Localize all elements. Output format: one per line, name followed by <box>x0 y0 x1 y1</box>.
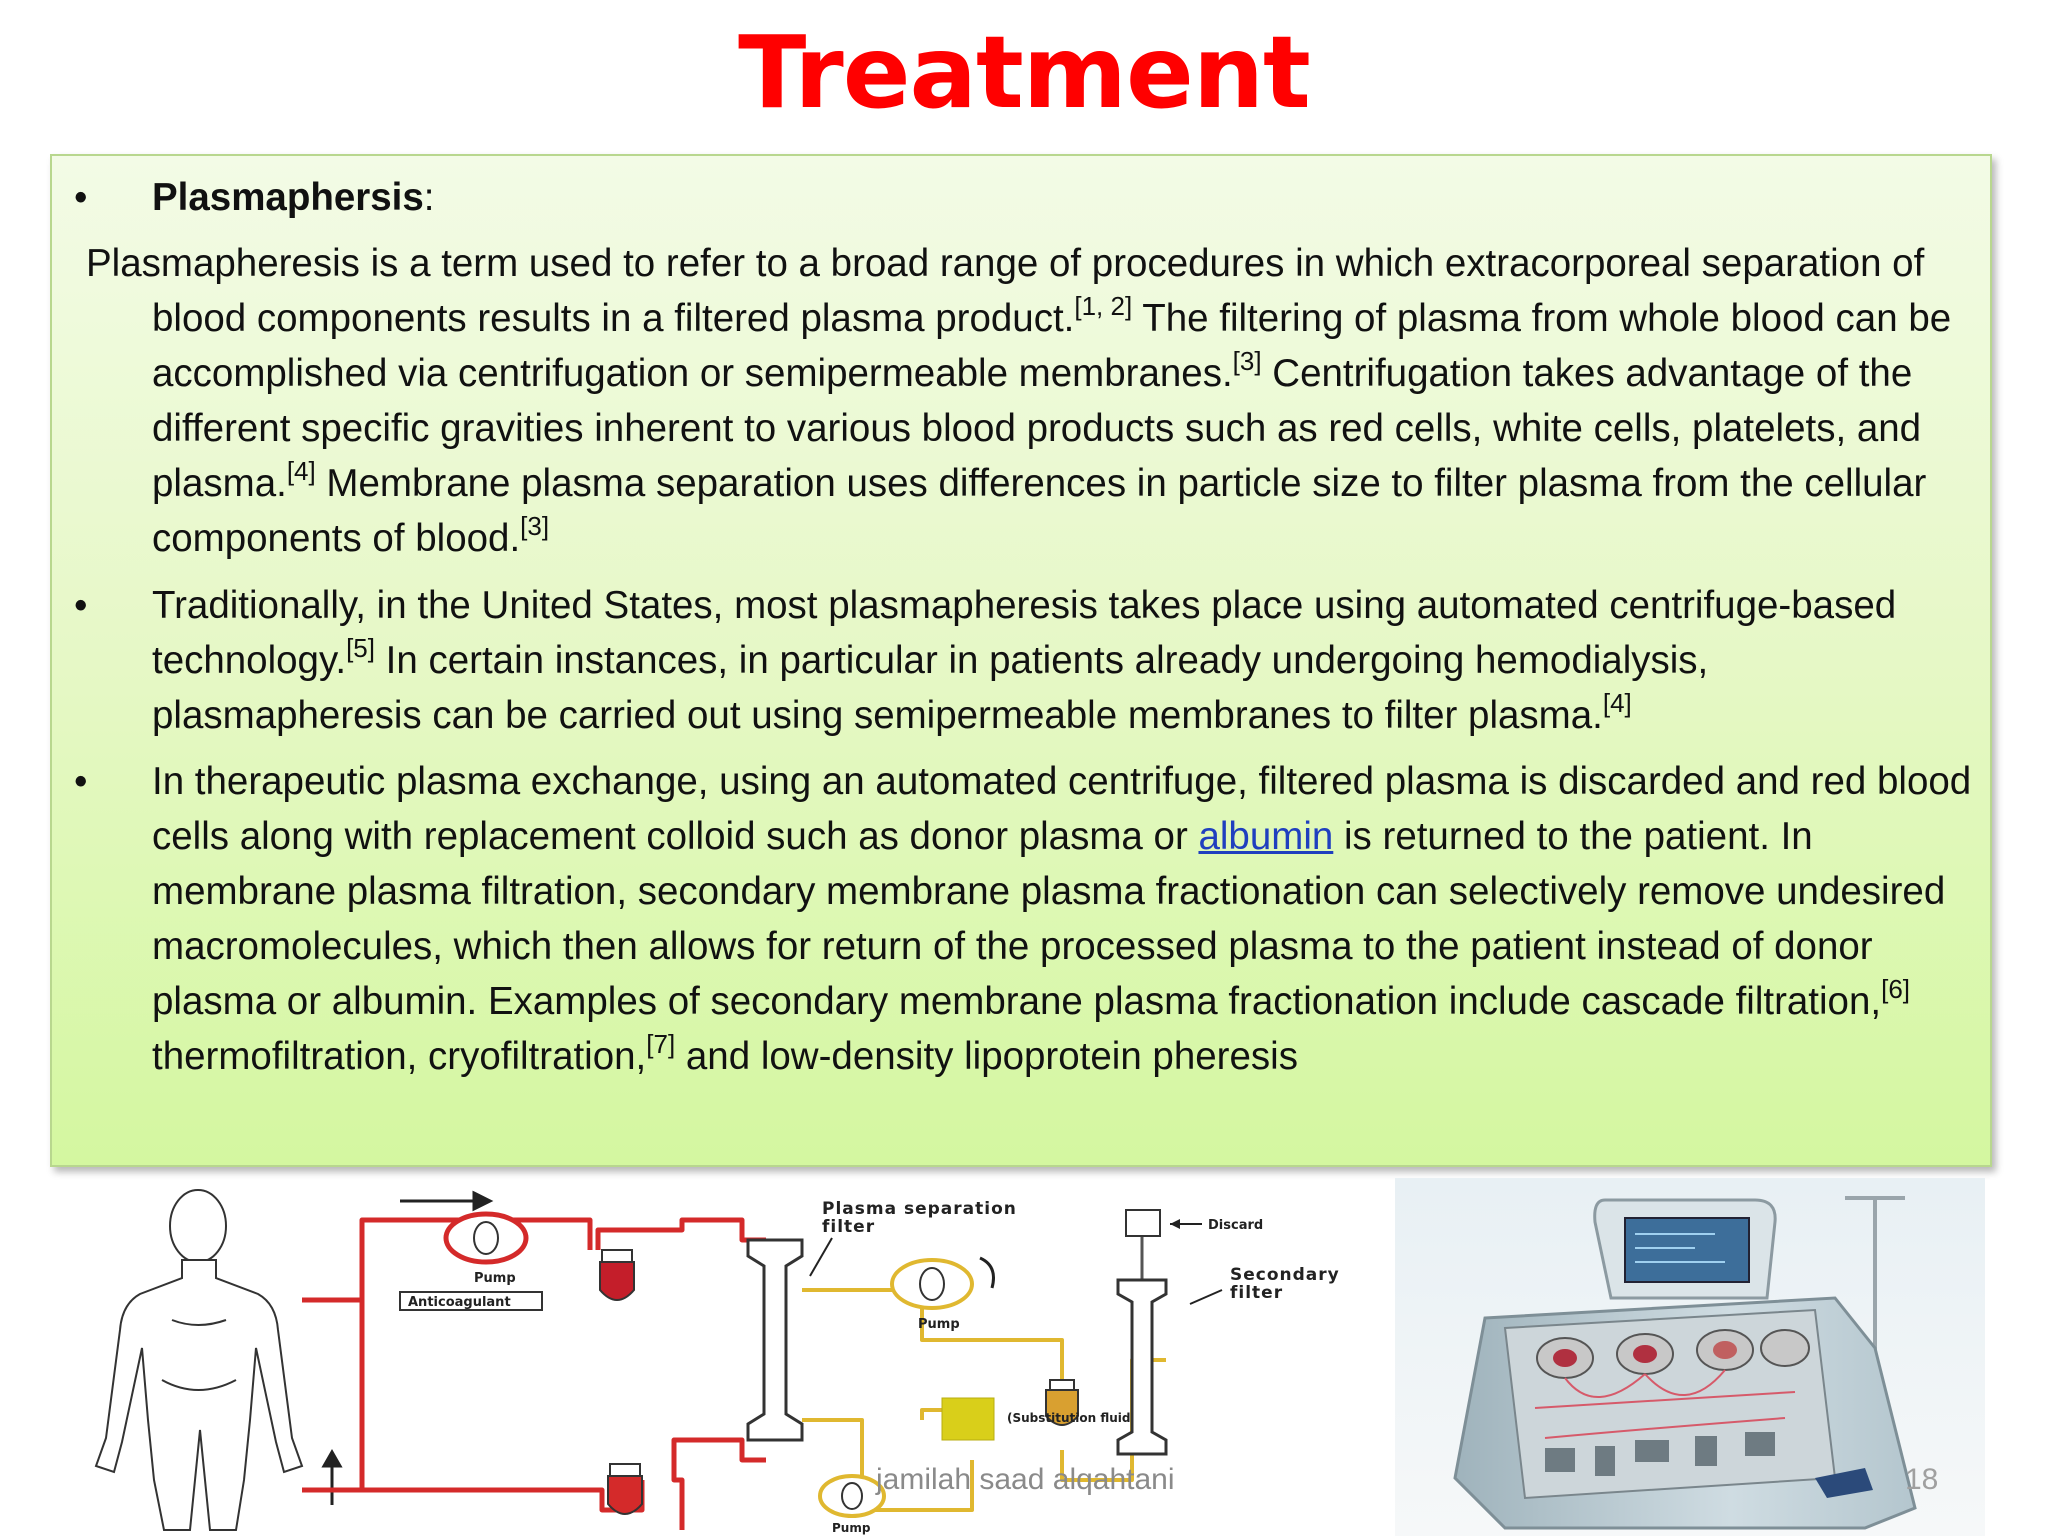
monitor-screen-icon <box>1624 1217 1750 1283</box>
blood-bag-2-icon <box>607 1463 643 1515</box>
plasma-separation-filter-label: Plasma separation <box>822 1199 1017 1219</box>
plasma-separation-filter-label-2: filter <box>822 1217 875 1237</box>
secondary-filter-label: Secondary <box>1230 1265 1340 1285</box>
pump-1-icon <box>443 1211 529 1265</box>
plasmapheresis-machine-image <box>1395 1178 1985 1536</box>
slide-title: Treatment <box>738 14 1311 131</box>
pump-2-icon <box>890 1258 974 1310</box>
blood-bag-1-icon <box>599 1249 635 1301</box>
heading-colon: : <box>423 176 435 219</box>
pump-3-icon <box>818 1474 886 1518</box>
pump-2-label: Pump <box>918 1317 960 1332</box>
footer-author: jamilah saad alqahtani <box>876 1463 1175 1496</box>
logo-badge-icon <box>1815 1468 1873 1498</box>
discard-arrowhead-icon <box>1170 1219 1180 1229</box>
return-arrow-icon <box>321 1448 343 1505</box>
machine-tubing <box>1534 1369 1796 1439</box>
p2-text-b: In certain instances, in particular in p… <box>152 639 1709 737</box>
page-number: 18 <box>1905 1463 1939 1496</box>
citation: [6] <box>1881 974 1911 1004</box>
paragraph-plasma-exchange: In therapeutic plasma exchange, using an… <box>152 754 1982 1084</box>
p3-text-a: In therapeutic plasma exchange, using an… <box>152 760 1972 858</box>
plasma-separation-filter-icon <box>746 1238 804 1442</box>
citation: [1, 2] <box>1074 291 1133 321</box>
p3-text-d: and low-density lipoprotein pheresis <box>675 1035 1298 1078</box>
pointer-line <box>809 1237 833 1277</box>
heading-plasmaphersis: Plasmaphersis: <box>152 170 435 225</box>
citation: [4] <box>1602 688 1632 718</box>
secondary-filter-label-2: filter <box>1230 1283 1283 1303</box>
pointer-line <box>1189 1289 1223 1305</box>
plasma-bag-icon <box>1045 1379 1079 1426</box>
bullet: • <box>74 760 88 803</box>
albumin-link[interactable]: albumin <box>1198 815 1334 858</box>
paragraph-us-technology: Traditionally, in the United States, mos… <box>152 578 1982 743</box>
p1-text-a: Plasmapheresis is a term used to refer t… <box>86 242 1925 340</box>
machine-components-icon <box>1545 1432 1775 1476</box>
discard-label: Discard <box>1208 1218 1263 1233</box>
pump-3-label: Pump <box>832 1521 871 1535</box>
pump-1-label: Pump <box>474 1271 516 1286</box>
human-figure-icon <box>94 1189 304 1531</box>
citation: [7] <box>646 1029 676 1059</box>
screen-content-icon <box>1635 1233 1725 1263</box>
citation: [5] <box>346 633 375 663</box>
p1-text-c: Centrifugation takes advantage of the di… <box>152 352 1922 505</box>
p1-text-d: Membrane plasma separation uses differen… <box>152 462 1927 560</box>
blood-tubing <box>302 1217 766 1530</box>
citation: [3] <box>1232 346 1262 376</box>
plasmapheresis-diagram: Pump Pump Pump Anticoagulant Plasma sepa… <box>94 1189 1340 1535</box>
anticoagulant-box <box>399 1291 543 1311</box>
p1-text-b: The filtering of plasma from whole blood… <box>152 297 1952 395</box>
citation: [3] <box>520 511 550 541</box>
substitution-fluid-label: (Substitution fluid) <box>1007 1411 1136 1425</box>
bullet: • <box>74 176 88 219</box>
rotation-arrow-icon <box>979 1256 995 1289</box>
discard-container-icon <box>1125 1209 1161 1237</box>
citation: [4] <box>286 456 316 486</box>
p3-text-b: is returned to the patient. In membrane … <box>152 815 1946 1023</box>
secondary-filter-icon <box>1116 1278 1168 1456</box>
pump-heads-icon <box>1536 1329 1810 1379</box>
bullet: • <box>74 584 88 627</box>
p3-text-c: thermofiltration, cryofiltration, <box>152 1035 647 1078</box>
flow-arrow-icon <box>400 1190 494 1212</box>
heading-term: Plasmaphersis <box>152 176 424 219</box>
content-box: • Plasmaphersis: Plasmapheresis is a ter… <box>50 154 1992 1167</box>
paragraph-definition: Plasmapheresis is a term used to refer t… <box>86 236 1962 566</box>
substitution-fluid-icon <box>941 1397 995 1441</box>
anticoagulant-label: Anticoagulant <box>408 1295 511 1310</box>
p2-text-a: Traditionally, in the United States, mos… <box>152 584 1897 682</box>
